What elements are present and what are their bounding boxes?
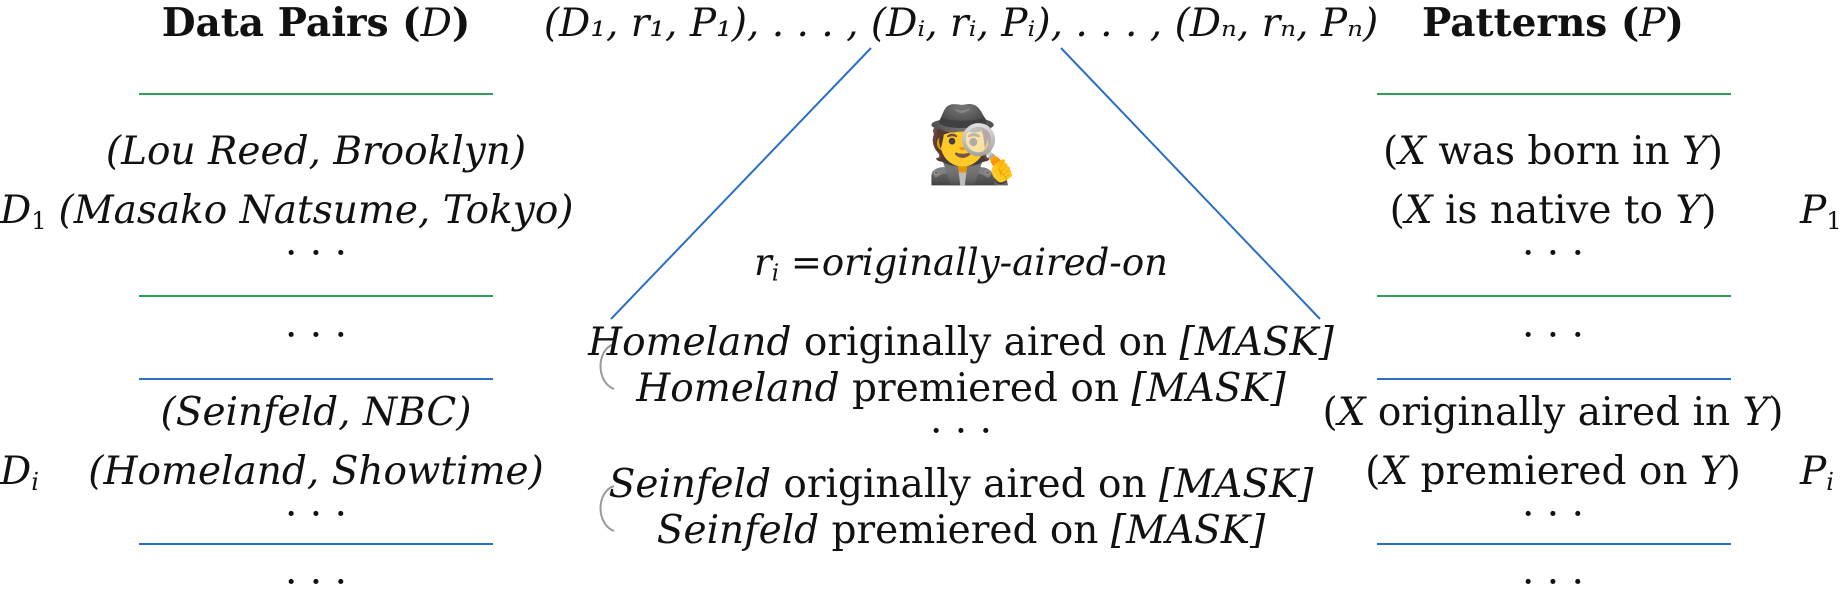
prompt-subject: Homeland [588,320,792,365]
prompt-subject: Homeland [636,366,840,411]
group-label-p1-var: P [1800,188,1827,233]
prompt-mask: [MASK] [1131,366,1286,411]
data-pair-text: (Masako Natsume, Tokyo) [58,188,574,233]
prompt-subject: Seinfeld [608,462,771,507]
pattern-item: (X originally aired in Y) [1322,390,1784,435]
patterns-header-var: P [1639,1,1666,46]
pattern-text: originally aired in [1365,390,1743,435]
ellipsis: · · · [285,492,347,537]
group-label-d1: D1 [0,191,47,233]
pattern-y: Y [1675,188,1702,233]
data-pairs-header-text: Data Pairs ( [161,0,421,46]
group-label-d1-var: D [0,188,32,233]
prompt-text: premiered on [839,366,1132,411]
prompt-mask: [MASK] [1158,462,1314,507]
prompt-mask: [MASK] [1179,320,1334,365]
connector-line-right [1060,47,1321,320]
pattern-item: (X is native to Y) [1389,188,1717,233]
prompt-subject: Seinfeld [656,508,820,553]
relation-var: r [754,241,772,284]
left-rule-blue-bottom [139,543,493,545]
data-pair-text: (Homeland, Showtime) [88,449,544,494]
prompt-item: Homeland originally aired on [MASK] [588,323,1334,362]
prompt-item: Homeland premiered on [MASK] [636,369,1285,408]
patterns-header: Patterns (P) [1422,1,1684,46]
pattern-text: was born in [1425,129,1683,174]
left-rule-top [139,93,493,95]
ellipsis: · · · [930,409,992,454]
right-rule-top [1377,93,1731,95]
group-label-di: Di [0,452,39,494]
data-pair-text: (Seinfeld, NBC) [160,390,472,435]
prompt-text: originally aired on [791,320,1180,365]
right-rule-blue-bottom [1377,543,1731,545]
pattern-y: Y [1699,449,1726,494]
data-pair-item: (Masako Natsume, Tokyo) [58,191,573,230]
left-rule-blue-top [139,378,493,380]
right-rule-blue-top [1377,378,1731,380]
patterns-header-close: ) [1665,0,1684,46]
patterns-header-text: Patterns ( [1422,0,1640,46]
data-pair-text: (Lou Reed, Brooklyn) [105,129,527,174]
relation-line: ri =originally-aired-on [754,244,1168,286]
pattern-y: Y [1682,129,1708,174]
data-pairs-header-close: ) [451,0,471,46]
prompt-mask: [MASK] [1110,508,1266,553]
group-label-di-sub: i [31,468,40,497]
ellipsis: · · · [1522,231,1584,276]
prompt-item: Seinfeld premiered on [MASK] [657,511,1265,550]
pattern-x: X [1404,188,1433,233]
relation-eq: = [779,241,822,284]
group-label-di-var: D [0,449,32,494]
prompt-item: Seinfeld originally aired on [MASK] [609,465,1314,504]
data-pair-item: (Lou Reed, Brooklyn) [106,132,526,171]
ellipsis: · · · [1522,313,1584,358]
pattern-text: is native to [1432,188,1676,233]
group-label-p1-sub: 1 [1826,207,1842,236]
left-rule-green-bottom [139,295,493,297]
ellipsis: · · · [285,560,347,605]
data-pairs-header: Data Pairs (D) [162,1,471,46]
relation-name: originally-aired-on [821,241,1168,284]
brace-group1 [599,343,615,390]
prompt-text: premiered on [819,508,1111,553]
pattern-item: (X was born in Y) [1383,129,1723,174]
data-pair-item: (Homeland, Showtime) [88,452,544,491]
ellipsis: · · · [1522,560,1584,605]
pattern-x: X [1380,449,1409,494]
group-label-pi-var: P [1800,449,1827,494]
group-label-d1-sub: 1 [31,207,47,236]
ellipsis: · · · [285,231,347,276]
connector-line-left [610,47,872,320]
group-label-p1: P1 [1800,191,1842,233]
right-rule-green-bottom [1377,295,1731,297]
tuple-sequence: (D₁, r₁, P₁), . . . , (Dᵢ, rᵢ, Pᵢ), . . … [543,1,1379,46]
pattern-text: premiered on [1408,449,1700,494]
relation-var-sub: i [771,260,780,287]
group-label-pi-sub: i [1826,468,1834,497]
pattern-y: Y [1742,390,1769,435]
pattern-x: X [1398,129,1426,174]
ellipsis: · · · [285,313,347,358]
brace-group2 [599,485,615,532]
prompt-text: originally aired on [770,462,1159,507]
detective-icon: 🕵️ [926,102,1019,188]
pattern-item: (X premiered on Y) [1365,449,1741,494]
ellipsis: · · · [1522,492,1584,537]
group-label-pi: Pi [1800,452,1834,494]
data-pairs-header-var: D [420,1,452,46]
pattern-x: X [1337,390,1366,435]
data-pair-item: (Seinfeld, NBC) [161,393,472,432]
